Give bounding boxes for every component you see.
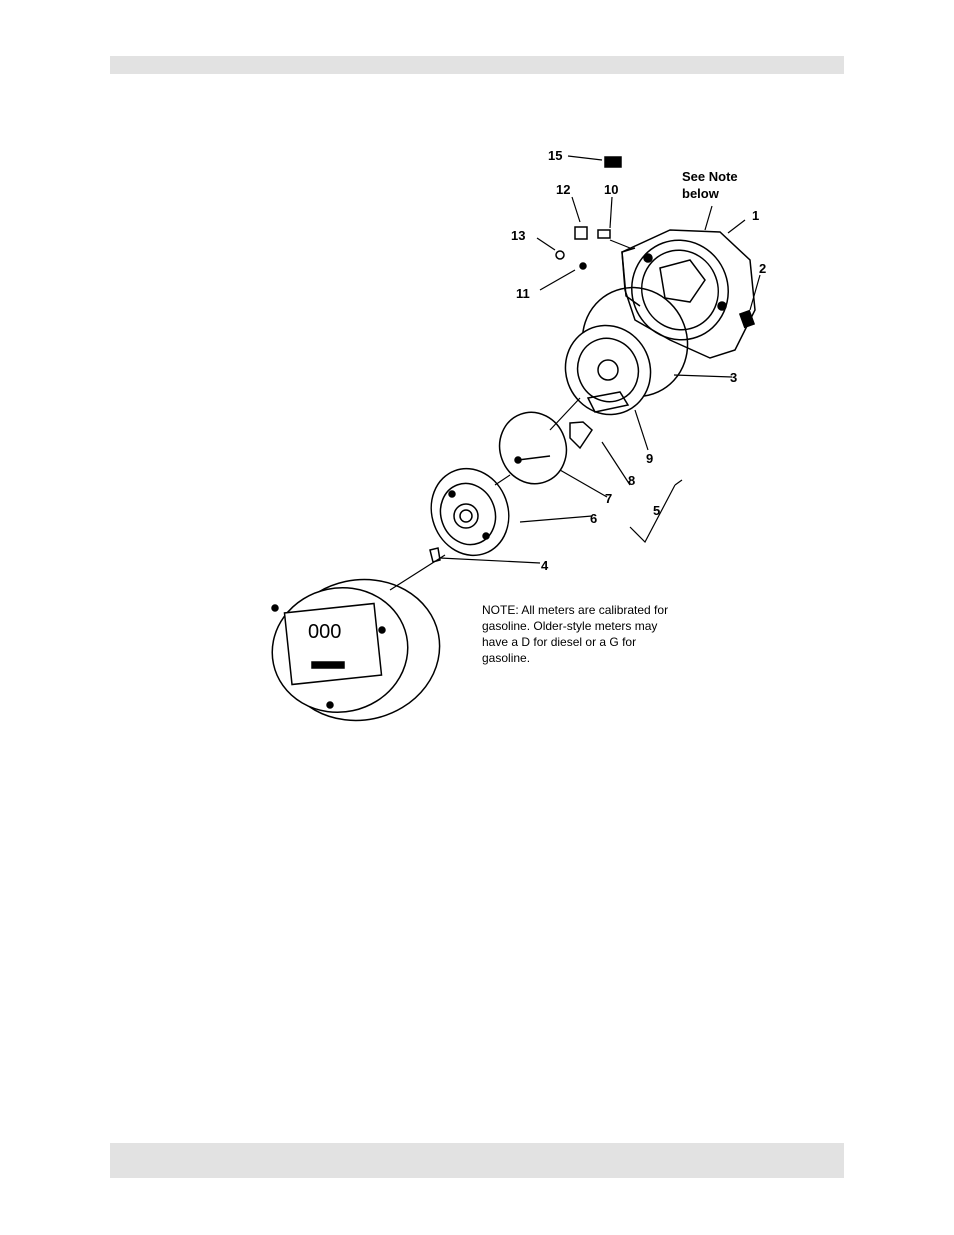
- callout-10: 10: [604, 182, 618, 197]
- footer-bar: [110, 1143, 844, 1178]
- bolt-part: [738, 309, 756, 329]
- meter-exploded-diagram: 15 12 10 13 11 See Note below 1 2 3 9 8 …: [271, 148, 766, 722]
- callout-4: 4: [541, 558, 549, 573]
- callout-11: 11: [516, 286, 530, 301]
- leader-lines: [389, 155, 761, 591]
- callout-12: 12: [556, 182, 570, 197]
- housing-part: [621, 229, 756, 359]
- callout-6: 6: [590, 511, 597, 526]
- callout-2: 2: [759, 261, 766, 276]
- calibration-note: NOTE: All meters are calibrated for gaso…: [482, 602, 692, 666]
- chamber-plate-part: [564, 324, 652, 416]
- callout-3: 3: [730, 370, 737, 385]
- cover-plate-part: [430, 467, 510, 557]
- fitting-parts: [555, 156, 622, 270]
- note-line-2: gasoline. Older-style meters may: [482, 619, 658, 633]
- register-part: [271, 578, 441, 722]
- header-bar: [110, 56, 844, 74]
- see-note-line2: below: [682, 186, 720, 201]
- callout-8: 8: [628, 473, 635, 488]
- disc-part: [498, 411, 568, 485]
- callout-5: 5: [653, 503, 660, 518]
- wedge-part: [569, 421, 593, 450]
- callout-13: 13: [511, 228, 525, 243]
- callout-9: 9: [646, 451, 653, 466]
- callout-15: 15: [548, 148, 562, 163]
- note-line-3: have a D for diesel or a G for: [482, 635, 637, 649]
- note-line-1: NOTE: All meters are calibrated for: [482, 603, 669, 617]
- screw-part: [429, 547, 441, 563]
- callout-7: 7: [605, 491, 612, 506]
- register-display-digits: 000: [308, 621, 341, 643]
- callout-1: 1: [752, 208, 759, 223]
- see-note-line1: See Note: [682, 169, 738, 184]
- note-line-4: gasoline.: [482, 651, 531, 665]
